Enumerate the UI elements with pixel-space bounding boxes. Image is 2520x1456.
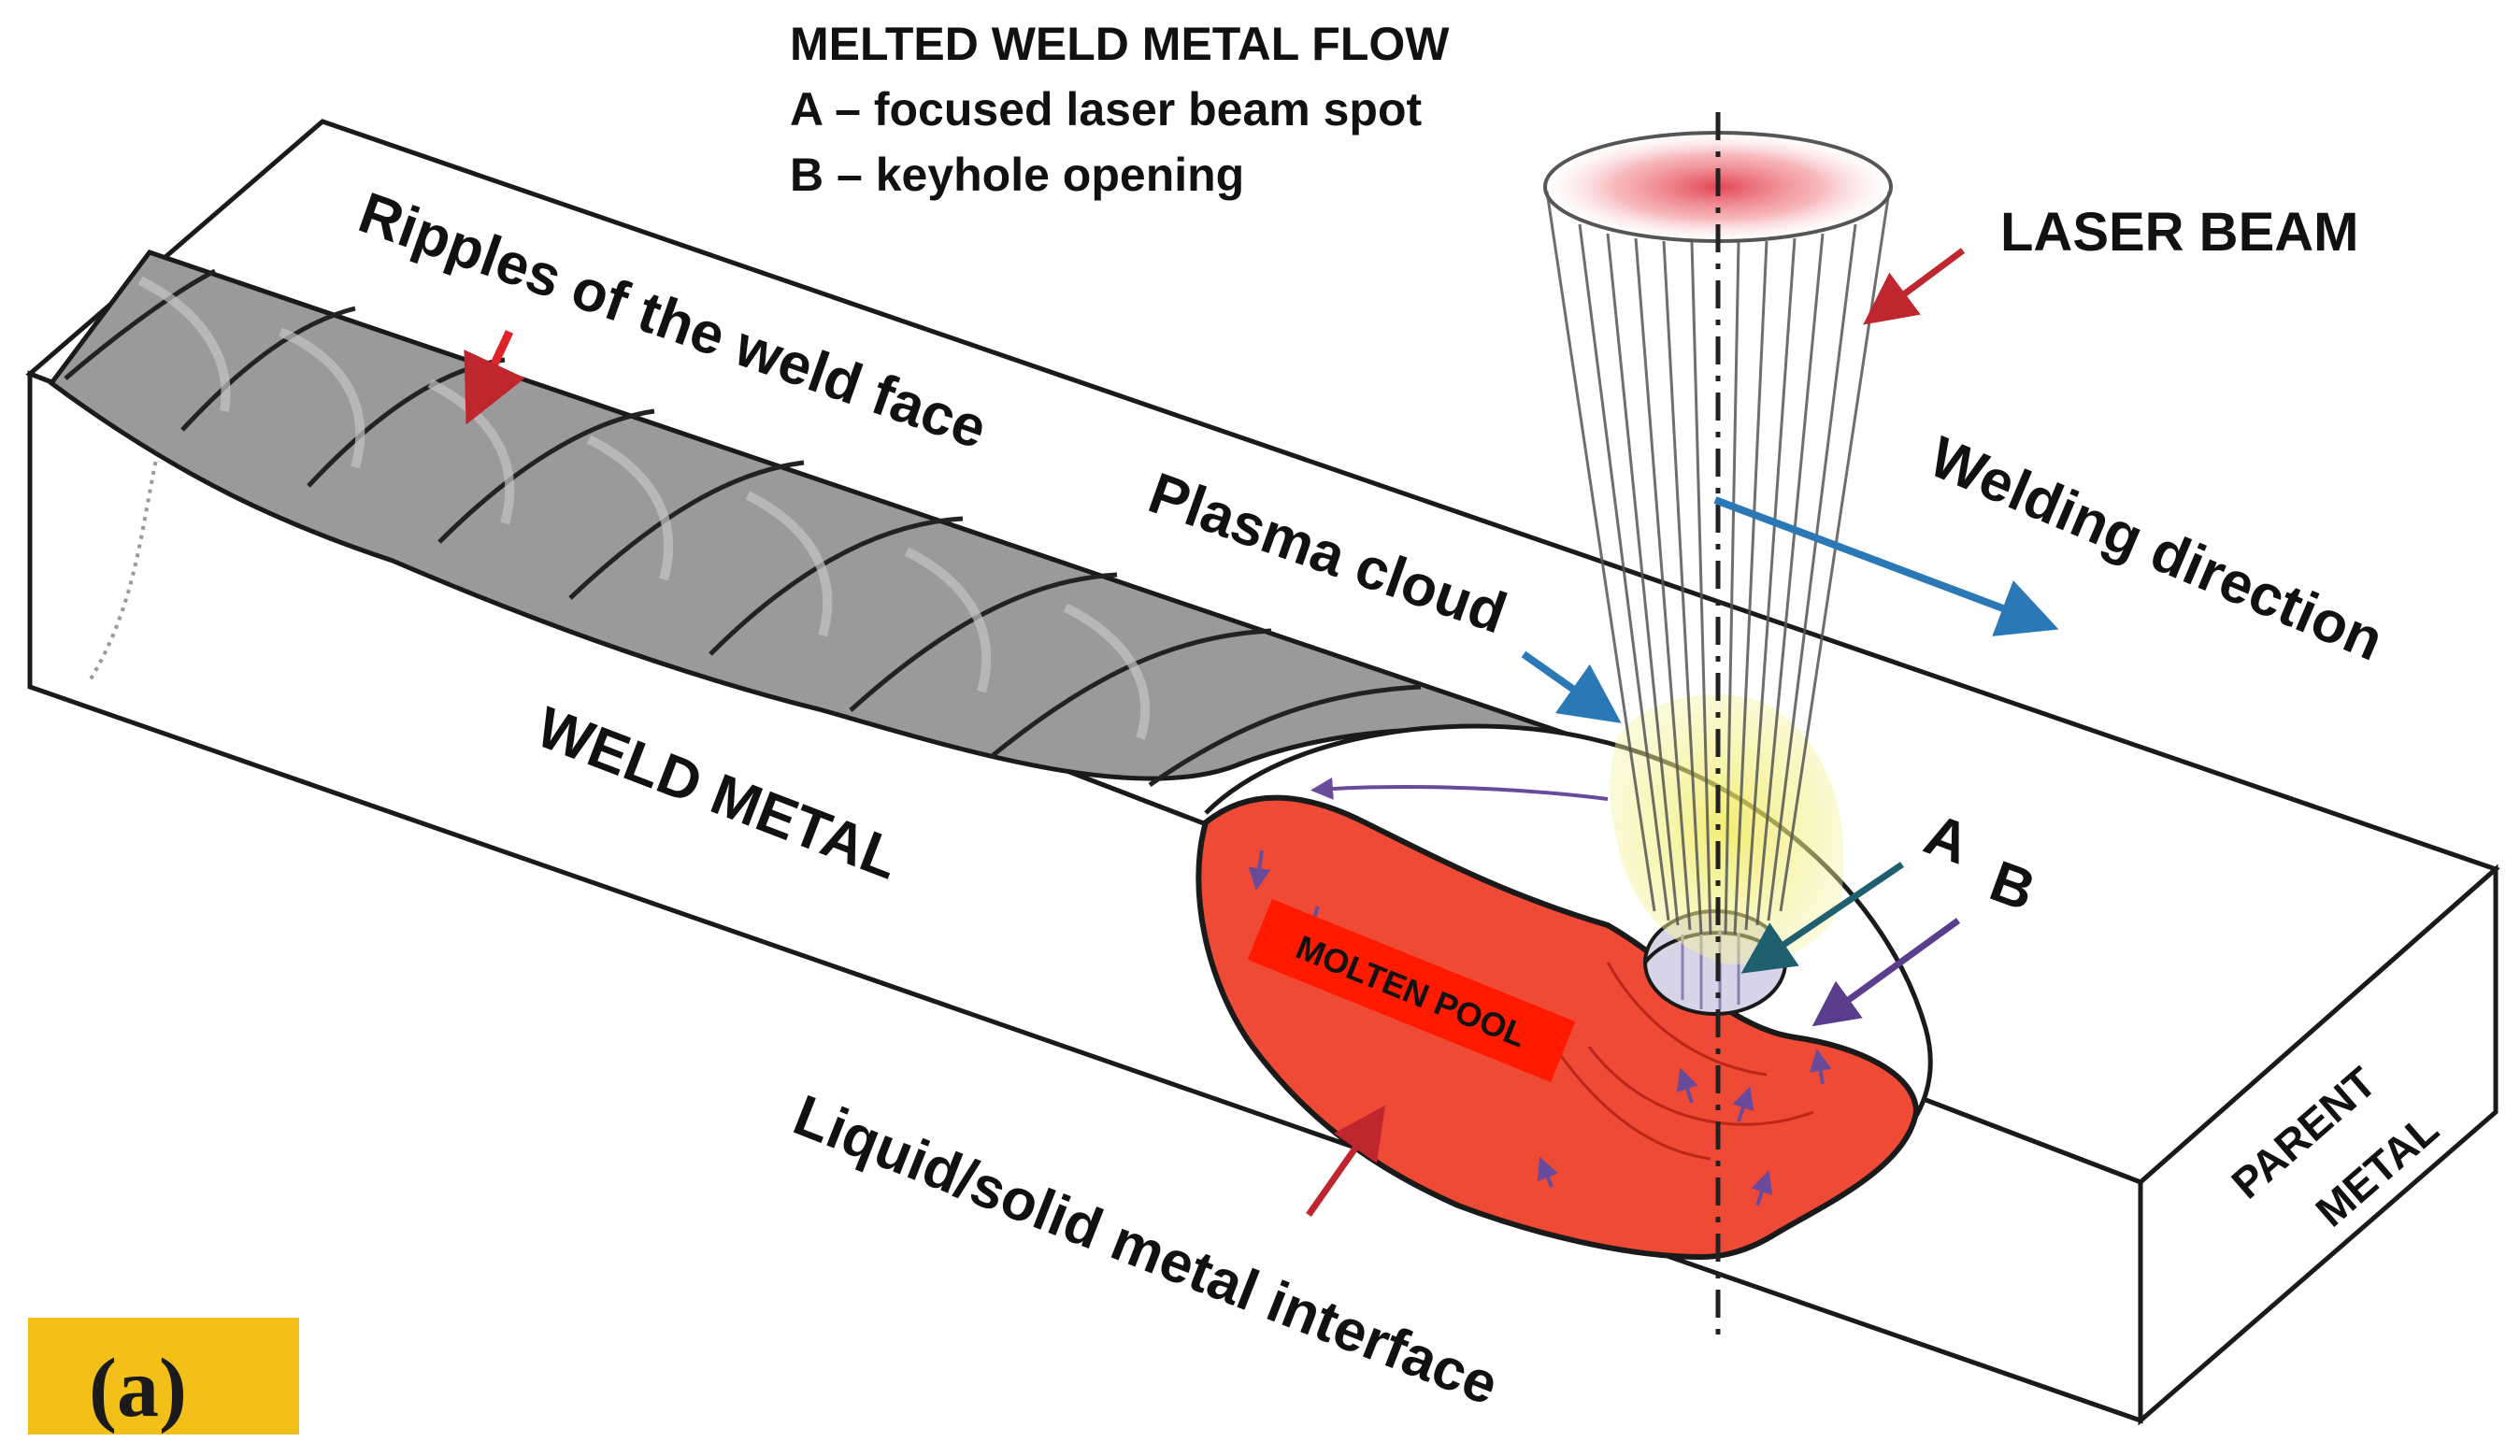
- dotted-cut-line: [87, 424, 165, 684]
- laser-beam: [1543, 112, 1893, 1346]
- ripples-pointer-arrow: [464, 330, 525, 425]
- panel-tag-box: [28, 1318, 299, 1435]
- pointer-arrows: [464, 248, 2059, 1218]
- panel-tag: (a): [89, 1342, 187, 1435]
- laser-pointer-arrow: [1863, 248, 1966, 325]
- marker-b-arrow: [1811, 918, 1961, 1027]
- laser-beam-label: LASER BEAM: [2000, 202, 2358, 263]
- interface-pointer-arrow: [1306, 1105, 1386, 1218]
- block-end-face: [2138, 864, 2499, 1426]
- header-line-3: B – keyhole opening: [790, 149, 1244, 201]
- plasma-pointer-arrow: [1521, 650, 1622, 723]
- header-line-1: MELTED WELD METAL FLOW: [790, 18, 1450, 70]
- welding-direction-arrow: [1713, 496, 2059, 636]
- marker-a-arrow: [1740, 862, 1904, 974]
- molten-pool-label-box: [1247, 898, 1576, 1083]
- welding-direction-label: Welding direction: [1921, 424, 2393, 673]
- header-line-2: A – focused laser beam spot: [790, 83, 1422, 136]
